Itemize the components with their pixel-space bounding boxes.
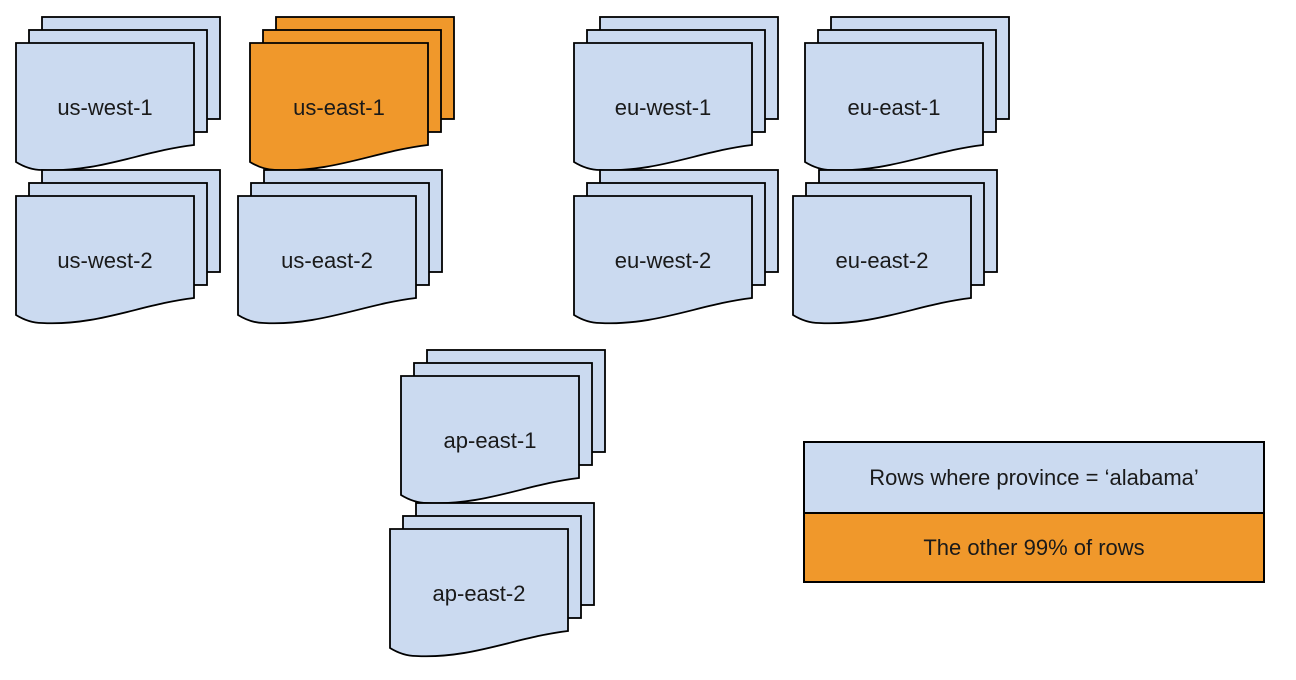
region-label: us-east-1 bbox=[293, 95, 385, 120]
document-stack-icon bbox=[573, 169, 779, 325]
document-stack-icon bbox=[15, 16, 221, 172]
front-document bbox=[237, 195, 417, 325]
region-stack-us-west-1: us-west-1 bbox=[15, 16, 222, 175]
region-stack-eu-east-1: eu-east-1 bbox=[804, 16, 1011, 175]
region-stack-eu-west-2: eu-west-2 bbox=[573, 169, 780, 328]
front-document bbox=[389, 528, 569, 658]
front-document bbox=[792, 195, 972, 325]
region-label: eu-east-1 bbox=[847, 95, 941, 120]
document-stack-icon bbox=[400, 349, 606, 505]
document-stack-icon bbox=[792, 169, 998, 325]
region-stack-ap-east-2: ap-east-2 bbox=[389, 502, 596, 661]
legend: Rows where province = ‘alabama’ The othe… bbox=[803, 441, 1265, 583]
document-stack-icon bbox=[249, 16, 455, 172]
document-stack-icon bbox=[573, 16, 779, 172]
region-stack-us-east-1: us-east-1 bbox=[249, 16, 456, 175]
region-label: us-east-2 bbox=[281, 248, 373, 273]
front-document bbox=[15, 195, 195, 325]
legend-item-other-rows-label: The other 99% of rows bbox=[923, 534, 1145, 560]
legend-item-other-rows: The other 99% of rows bbox=[805, 512, 1263, 581]
document-stack-icon bbox=[237, 169, 443, 325]
region-label: us-west-2 bbox=[57, 248, 153, 273]
region-label: eu-east-2 bbox=[835, 248, 929, 273]
region-stack-us-west-2: us-west-2 bbox=[15, 169, 222, 328]
document-stack-icon bbox=[804, 16, 1010, 172]
region-stack-eu-west-1: eu-west-1 bbox=[573, 16, 780, 175]
region-stack-ap-east-1: ap-east-1 bbox=[400, 349, 607, 508]
region-label: ap-east-2 bbox=[432, 581, 526, 606]
document-stack-icon bbox=[15, 169, 221, 325]
region-label: eu-west-1 bbox=[614, 95, 712, 120]
legend-item-alabama-rows: Rows where province = ‘alabama’ bbox=[805, 443, 1263, 512]
region-stack-eu-east-2: eu-east-2 bbox=[792, 169, 999, 328]
front-document bbox=[573, 195, 753, 325]
region-label: eu-west-2 bbox=[614, 248, 712, 273]
region-label: us-west-1 bbox=[57, 95, 153, 120]
region-label: ap-east-1 bbox=[443, 428, 537, 453]
region-stack-us-east-2: us-east-2 bbox=[237, 169, 444, 328]
legend-item-alabama-rows-label: Rows where province = ‘alabama’ bbox=[869, 464, 1199, 490]
document-stack-icon bbox=[389, 502, 595, 658]
